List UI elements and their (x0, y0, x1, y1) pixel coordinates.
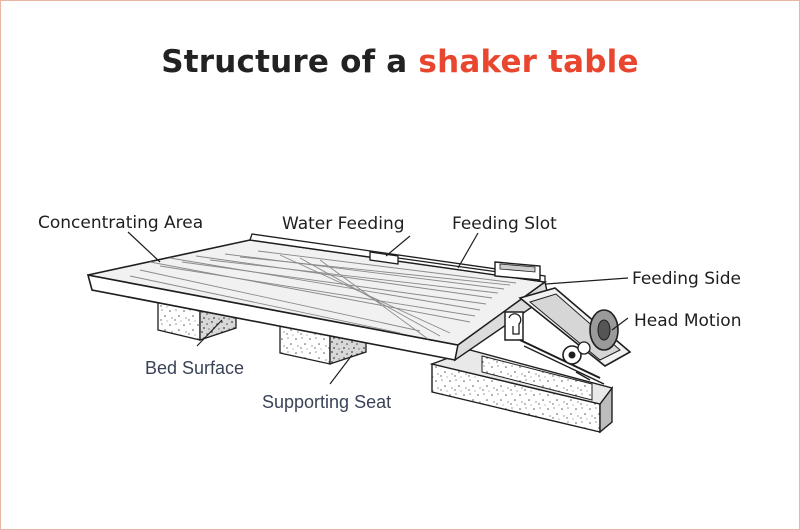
table-deck (86, 233, 549, 362)
label-head-motion: Head Motion (634, 311, 742, 331)
feeding-slot-box (494, 261, 541, 281)
label-bed-surface: Bed Surface (145, 358, 244, 378)
bed-riffles (129, 250, 517, 340)
label-supporting-seat: Supporting Seat (262, 392, 391, 412)
label-feeding-side: Feeding Side (632, 269, 741, 289)
title-highlight: shaker table (418, 44, 639, 80)
title-prefix: Structure of a (161, 44, 419, 80)
label-water-feeding: Water Feeding (282, 214, 405, 234)
head-motion-mechanism (504, 287, 632, 385)
leader-lines (127, 231, 629, 385)
page-title: Structure of a shaker table (0, 44, 800, 80)
label-feeding-slot: Feeding Slot (452, 214, 557, 234)
water-feeding-trough (369, 251, 499, 273)
label-concentrating-area: Concentrating Area (38, 213, 203, 233)
head-motion-base (429, 349, 614, 434)
